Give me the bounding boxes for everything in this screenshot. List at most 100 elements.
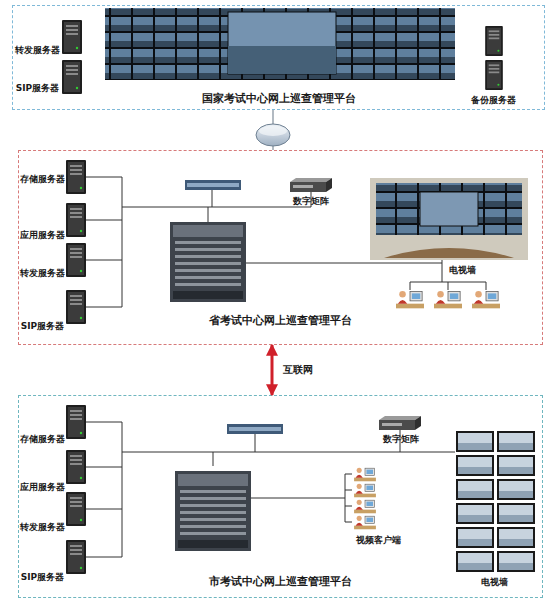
client-icon xyxy=(354,500,376,513)
wire xyxy=(311,192,312,207)
wire xyxy=(410,282,486,283)
server-node: 转发服务器 xyxy=(20,267,66,279)
connector xyxy=(271,345,274,395)
wire xyxy=(122,207,311,208)
core-switch xyxy=(170,222,246,302)
province-tv-wall xyxy=(370,178,528,260)
platform-title: 市考试中心网上巡查管理平台 xyxy=(19,576,542,588)
node-label: 数字矩阵 xyxy=(289,195,333,207)
node-label: SIP服务器 xyxy=(14,82,62,94)
wire xyxy=(345,474,352,475)
node-label: 数字矩阵 xyxy=(379,433,423,445)
server-node: SIP服务器 xyxy=(20,320,66,332)
province-wires xyxy=(86,177,486,307)
node-label: 存储服务器 xyxy=(20,173,66,185)
tv-wall-node: 电视墙 xyxy=(478,576,512,588)
matrix-node: 数字矩阵 xyxy=(289,195,333,207)
wire xyxy=(448,282,449,290)
node-label: 电视墙 xyxy=(446,264,480,276)
main-screen-shade xyxy=(228,46,336,74)
wire xyxy=(345,506,352,507)
node-label: 电视墙 xyxy=(478,576,512,588)
tv-wall-monitors xyxy=(455,430,537,574)
wire xyxy=(251,498,345,499)
wire xyxy=(86,557,122,558)
wire xyxy=(212,190,213,207)
wire xyxy=(86,307,122,308)
platform-zone: 市考试中心网上巡查管理平台存储服务器应用服务器转发服务器 SIP服务器 数字矩阵视频… xyxy=(18,395,543,598)
video-wall xyxy=(376,183,522,235)
switch-device xyxy=(227,424,283,434)
main-screen xyxy=(420,192,478,226)
node-label: 应用服务器 xyxy=(20,481,66,493)
client-node: 视频客户端 xyxy=(350,534,408,546)
server-icon xyxy=(66,540,86,574)
wire xyxy=(345,474,346,522)
connector-group xyxy=(272,110,273,395)
server-node: 存储服务器 xyxy=(20,433,66,445)
server-node: SIP服务器 xyxy=(20,571,66,583)
server-icon xyxy=(62,60,82,94)
platform-zone: 国家考试中心网上巡查管理平台转发服务器SIP服务器备份服务器 xyxy=(12,5,545,110)
client-icon xyxy=(354,516,376,529)
server-node: SIP服务器 xyxy=(14,82,62,94)
wire xyxy=(255,434,256,452)
wire xyxy=(86,260,122,261)
wire xyxy=(345,490,352,491)
server-icon xyxy=(66,450,86,484)
wire xyxy=(86,467,122,468)
server-icon xyxy=(66,203,86,237)
wire xyxy=(122,452,455,453)
wire xyxy=(86,422,122,423)
platform-title: 省考试中心网上巡查管理平台 xyxy=(19,315,542,327)
server-node: 转发服务器 xyxy=(20,521,66,533)
client-icon xyxy=(472,291,500,308)
bus-wire xyxy=(122,177,123,307)
node-label: 视频客户端 xyxy=(350,534,408,546)
video-wall xyxy=(105,8,455,80)
server-icon xyxy=(485,60,503,90)
server-icon xyxy=(66,492,86,526)
matrix-device xyxy=(379,416,421,430)
node-label: 转发服务器 xyxy=(20,521,66,533)
wire xyxy=(86,220,122,221)
city-wires xyxy=(86,422,455,557)
core-switch xyxy=(175,471,251,551)
wire xyxy=(86,509,122,510)
wire xyxy=(86,177,122,178)
server-icon xyxy=(66,405,86,439)
client-icon xyxy=(354,484,376,497)
platform-zone: 省考试中心网上巡查管理平台存储服务器应用服务器转发服务器 SIP服务器 数字矩阵电视… xyxy=(18,150,543,345)
national-video-wall xyxy=(105,8,455,80)
server-node: 应用服务器 xyxy=(20,229,66,241)
node-label: SIP服务器 xyxy=(20,571,66,583)
server-icon xyxy=(66,290,86,324)
node-label: SIP服务器 xyxy=(20,320,66,332)
server-node: 应用服务器 xyxy=(20,481,66,493)
bus-wire xyxy=(122,422,123,557)
control-room xyxy=(370,178,528,260)
client-icon xyxy=(434,291,462,308)
client-icon xyxy=(396,291,424,308)
connector xyxy=(272,110,273,150)
wire xyxy=(410,282,411,290)
node-label: 转发服务器 xyxy=(20,267,66,279)
node-label: 备份服务器 xyxy=(466,94,522,106)
edge-label: 互联网 xyxy=(283,363,313,377)
wire xyxy=(213,452,214,466)
wire xyxy=(486,282,487,290)
network-router xyxy=(256,124,290,146)
server-node: 备份服务器 xyxy=(466,94,522,106)
server-icon xyxy=(66,243,86,277)
node-label: 应用服务器 xyxy=(20,229,66,241)
router-highlight xyxy=(259,126,287,136)
console-desk xyxy=(384,248,514,258)
matrix-device xyxy=(290,178,332,192)
wire xyxy=(246,263,442,264)
wire xyxy=(400,430,401,452)
